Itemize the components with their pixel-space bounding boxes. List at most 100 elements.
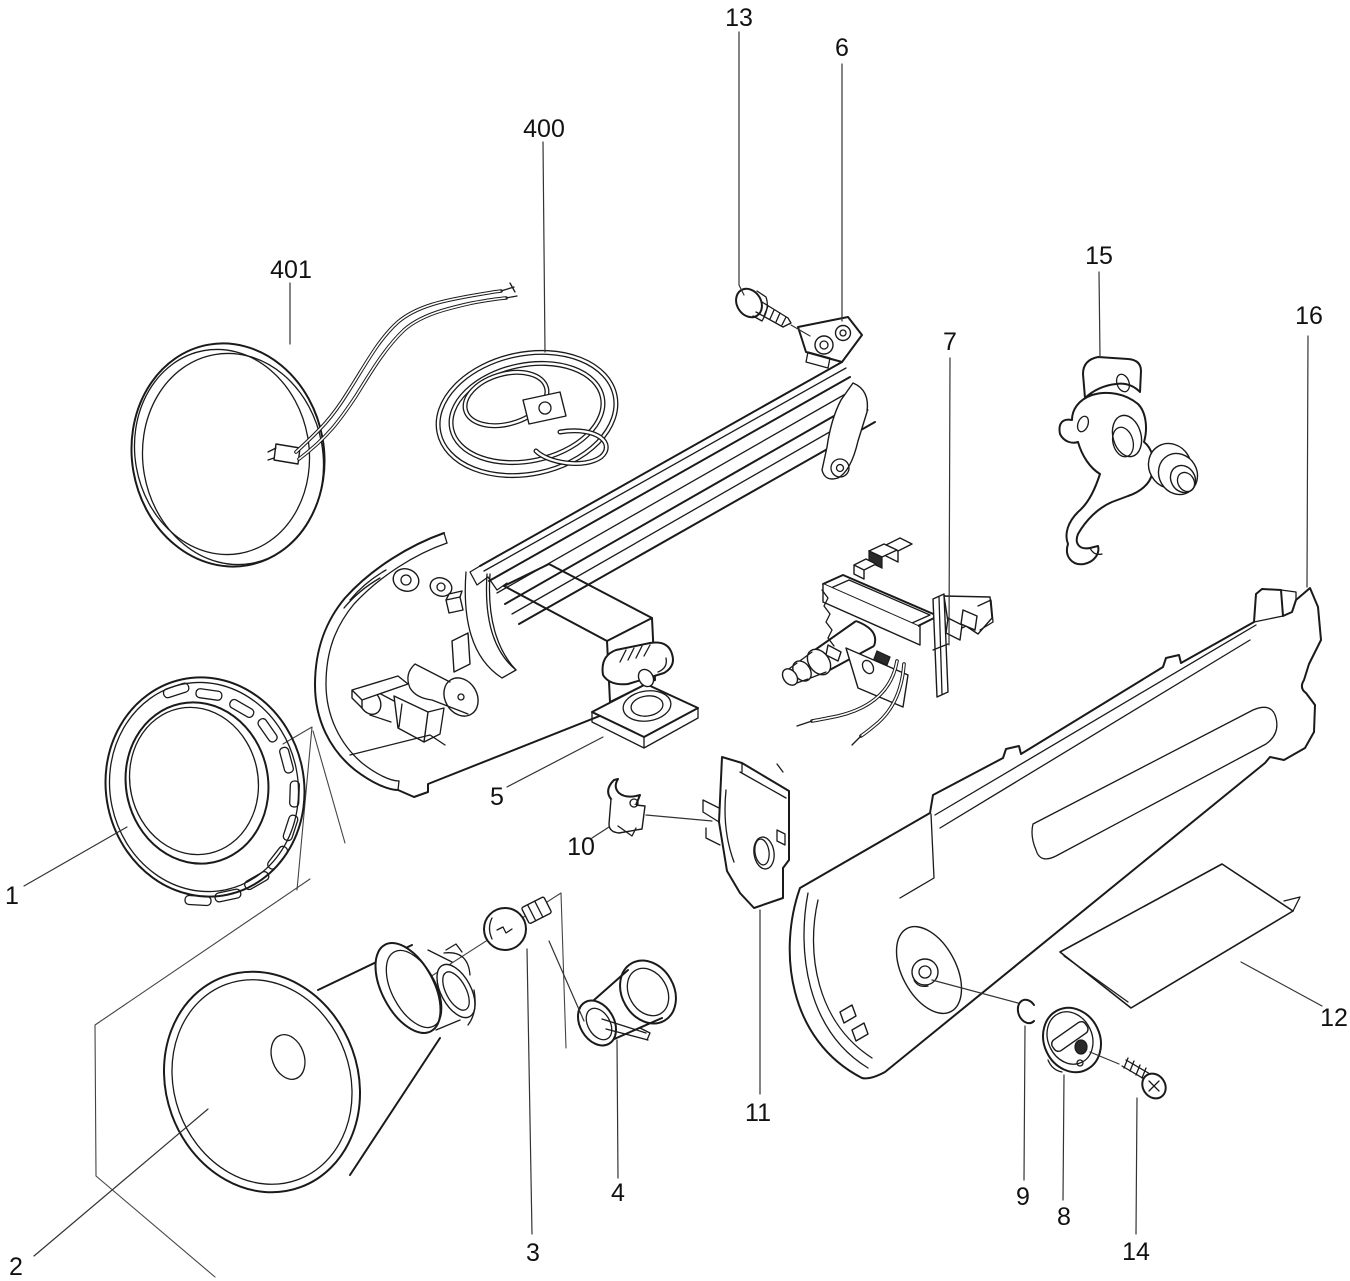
tab-hole: [1076, 415, 1090, 433]
battery-cylinder: [443, 677, 479, 717]
top-edge-inner: [934, 624, 1257, 829]
label-7: 7: [943, 328, 957, 356]
knob-side: [1047, 1059, 1063, 1073]
peg-flange: [1280, 589, 1297, 601]
recess-panel: [1031, 706, 1278, 860]
label-6: 6: [835, 34, 849, 62]
label-10: 10: [567, 833, 595, 861]
head-arc-3: [812, 899, 873, 1059]
leader-lines: [23, 31, 1323, 1257]
part-3-bulb: [483, 896, 552, 951]
part-10-clip: [607, 778, 646, 837]
peg-base: [1253, 615, 1284, 623]
leader-7: [948, 357, 951, 646]
pivot-hole: [918, 965, 932, 979]
center-hole: [1111, 414, 1143, 458]
rail-end-hook: [821, 382, 869, 480]
frame-segment-b: [312, 730, 346, 844]
switch-base-plate: [591, 683, 699, 738]
leader-2: [33, 1108, 209, 1257]
label-16: 16: [1295, 302, 1323, 330]
label-2: 2: [9, 1253, 23, 1281]
label-14: 14: [1122, 1238, 1150, 1266]
part-400-coiled-band: [435, 349, 619, 479]
top-clip: [1082, 356, 1142, 399]
leader-13b: [790, 324, 811, 337]
housing-right-shell: [788, 587, 1322, 1080]
leader-13: [738, 31, 745, 296]
label-401: 401: [270, 256, 312, 284]
axis-lines: [548, 940, 1120, 1065]
part-401-lens-ring: [130, 282, 518, 568]
housing-left-shell: [314, 532, 656, 798]
contact-block: [445, 590, 464, 614]
spring-clip: [393, 695, 429, 743]
grommet-boss: [429, 577, 453, 597]
wire-clamp: [273, 443, 301, 465]
hook-inner: [1089, 547, 1103, 556]
leader-15: [1098, 271, 1101, 358]
leader-16: [1306, 335, 1309, 588]
bracket-body: [1058, 391, 1155, 566]
label-1: 1: [5, 882, 19, 910]
label-9: 9: [1016, 1183, 1030, 1211]
wire-tips: [500, 282, 518, 299]
knob-hole: [1074, 1039, 1088, 1055]
part-6-slide-rail: [469, 316, 876, 625]
part-7-switch-assembly: [781, 537, 994, 746]
leader-5: [506, 736, 604, 788]
construction-frame: [94, 726, 567, 1278]
bracket-oval-hole: [753, 836, 775, 870]
leader-12: [1240, 961, 1323, 1007]
part-4-socket: [577, 959, 677, 1047]
leader-10: [591, 826, 610, 839]
label-13: 13: [725, 4, 753, 32]
leader-4: [616, 1039, 619, 1179]
socket-slot: [601, 1018, 651, 1041]
part-labels: 1 2 3 4 5 6 7 8 9 10 11 12 13 14 15 16 4…: [5, 4, 1348, 1281]
part-5-switch: [591, 641, 699, 749]
leader-3: [526, 948, 533, 1235]
band-clamp: [522, 391, 567, 425]
contact-bar: [351, 675, 409, 709]
label-15: 15: [1085, 242, 1113, 270]
chain-spring: [821, 589, 835, 647]
bezel-slots: [162, 682, 300, 907]
wedge-plate: [451, 632, 471, 673]
part-15-pivot-bracket: [1058, 356, 1199, 566]
part-11-bracket: [702, 756, 790, 909]
leader-1: [23, 826, 128, 887]
part-1-bezel-ring: [104, 676, 306, 907]
clip-body: [608, 798, 646, 834]
glass-highlight: [488, 917, 493, 940]
leader-9: [1023, 1025, 1026, 1181]
leader-14: [1135, 1097, 1138, 1235]
socket-cup: [436, 963, 476, 1019]
contact-plate: [845, 647, 909, 708]
label-4: 4: [611, 1179, 625, 1207]
part-8-knob: [1042, 1006, 1102, 1074]
leader-400: [542, 141, 546, 353]
reflector-center-hole: [270, 1034, 306, 1080]
label-3: 3: [526, 1239, 540, 1267]
phillips-cross: [1148, 1080, 1160, 1092]
socket-flange: [619, 959, 677, 1025]
knob-grip-bar: [1050, 1020, 1089, 1053]
label-12: 12: [1320, 1004, 1348, 1032]
label-11: 11: [745, 1099, 771, 1127]
part-14-screw: [1121, 1057, 1167, 1100]
leader-8: [1062, 1074, 1065, 1201]
leader-10b: [645, 814, 713, 822]
part-12-sheet: [1059, 863, 1301, 1009]
switch-knob: [601, 641, 674, 686]
part-9-c-ring: [1016, 998, 1035, 1025]
part-2-reflector: [162, 942, 476, 1194]
bulb-glass: [483, 907, 527, 951]
grommet-boss: [392, 568, 420, 592]
part-13-screw: [735, 287, 792, 328]
label-8: 8: [1057, 1203, 1071, 1231]
head-tabs: [839, 1004, 869, 1042]
c-ring: [1016, 998, 1035, 1025]
